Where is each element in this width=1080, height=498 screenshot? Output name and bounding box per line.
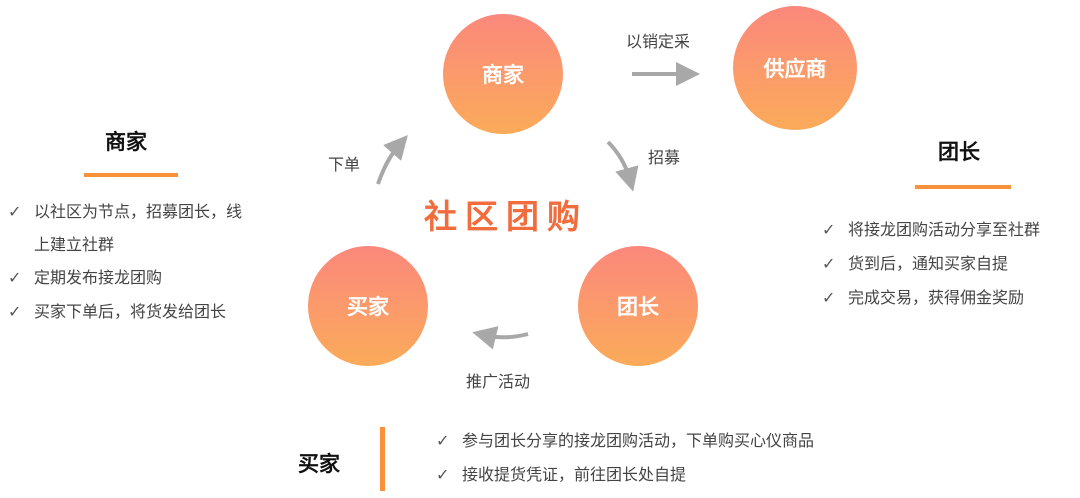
diagram-title: 社区团购 [424,197,588,236]
node-buyer: 买家 [308,246,428,366]
merchant-item: ✓以社区为节点，招募团长，线 [8,202,243,221]
edge-label-recruit: 招募 [648,148,681,167]
leader-underline [915,185,1011,189]
check-icon: ✓ [8,268,22,287]
buyer-divider [380,427,385,491]
check-icon: ✓ [822,254,836,273]
arrow-merchant-leader [606,140,639,192]
buyer-item: ✓参与团长分享的接龙团购活动，下单购买心仪商品 [436,431,815,450]
arrow-buyer-merchant [376,134,408,185]
leader-item: ✓将接龙团购活动分享至社群 [822,220,1041,239]
check-icon: ✓ [436,431,450,450]
arrow-leader-buyer [472,326,529,350]
merchant-underline [84,173,178,177]
node-supplier: 供应商 [733,6,857,130]
node-leader: 团长 [578,246,698,366]
leader-item: ✓货到后，通知买家自提 [822,254,1009,273]
buyer-heading: 买家 [298,452,340,476]
check-icon: ✓ [822,288,836,307]
merchant-item: ✓定期发布接龙团购 [8,268,163,287]
merchant-item: ✓买家下单后，将货发给团长 [8,302,227,321]
node-merchant: 商家 [443,14,563,134]
check-icon: ✓ [8,202,22,221]
edge-label-order: 下单 [328,155,361,174]
check-icon: ✓ [436,465,450,484]
leader-item: ✓完成交易，获得佣金奖励 [822,288,1025,307]
check-icon: ✓ [8,302,22,321]
leader-heading: 团长 [938,140,980,164]
edge-label-promote: 推广活动 [466,372,531,391]
edge-label-purchase: 以销定采 [626,32,691,51]
merchant-item-cont: 上建立社群 [34,235,115,254]
check-icon: ✓ [822,220,836,239]
merchant-heading: 商家 [105,130,147,154]
buyer-item: ✓接收提货凭证，前往团长处自提 [436,465,687,484]
